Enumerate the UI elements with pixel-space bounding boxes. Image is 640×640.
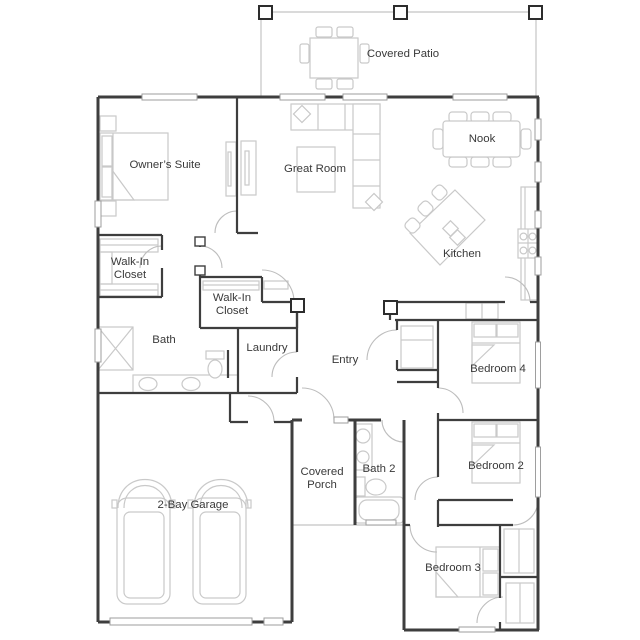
front-door-arc (301, 387, 335, 421)
vanity-2 (355, 423, 373, 471)
pantry-door-arc (504, 276, 531, 303)
toilet (205, 350, 225, 379)
window (535, 446, 541, 498)
entry-closet-door-arc (366, 329, 398, 361)
hall-door-arc (199, 245, 223, 269)
window (535, 341, 541, 389)
tub-threshold (365, 519, 397, 526)
garage-side-door (263, 617, 284, 626)
room-label-entry: Entry (332, 354, 359, 366)
toilet-2 (355, 476, 387, 497)
greatroom-hall-door-arc (261, 269, 295, 303)
furniture-layer (97, 26, 539, 624)
garage-door-arc (247, 395, 275, 423)
room-label-kitchen: Kitchen (443, 248, 481, 260)
window (94, 200, 102, 228)
refrigerator (465, 302, 499, 320)
room-label-great-room: Great Room (284, 163, 346, 175)
entry-post (383, 300, 398, 315)
room-label-bath: Bath (152, 334, 175, 346)
owner-bed (99, 115, 169, 217)
patio-dining-table (299, 26, 370, 90)
double-vanity (132, 374, 239, 394)
room-label-covered-patio: Covered Patio (367, 48, 439, 60)
car-2 (187, 478, 252, 605)
nook-dining-table (432, 111, 532, 168)
closet1-door-arc (139, 245, 163, 269)
front-door-leaf (333, 416, 349, 424)
room-label-garage: 2-Bay Garage (158, 499, 229, 511)
window (452, 93, 508, 101)
window (342, 93, 388, 101)
media-console (225, 140, 257, 197)
closet-shelving-2 (202, 280, 289, 291)
closet-shelving-4 (503, 528, 535, 624)
shower (97, 326, 134, 371)
bedroom3-door-arc (409, 524, 438, 553)
bedroom4-door-arc (437, 387, 464, 414)
window (534, 161, 542, 183)
patio-post (393, 5, 408, 20)
sectional-sofa (290, 103, 384, 212)
room-label-laundry: Laundry (246, 342, 287, 354)
window (94, 328, 102, 363)
door-arcs-layer (139, 210, 539, 624)
landing-door-arc (512, 499, 539, 526)
kitchen-island (404, 184, 486, 266)
closet-shelving-1 (99, 238, 159, 297)
laundry-door-arc (271, 351, 298, 378)
jamb-blocks (194, 236, 206, 276)
range-stove (517, 228, 539, 259)
windows-layer (94, 93, 542, 633)
window (141, 93, 198, 101)
room-label-nook: Nook (469, 133, 496, 145)
bed-3 (435, 546, 501, 598)
coffee-table (296, 146, 336, 193)
owner-suite-door-arc (214, 210, 238, 234)
patio-post (528, 5, 543, 20)
entry-post (290, 298, 305, 313)
bathtub (354, 496, 404, 524)
window (458, 626, 496, 633)
bath2-door-arc (381, 419, 405, 443)
window (534, 118, 542, 141)
room-label-bedroom-2: Bedroom 2 (468, 460, 524, 472)
room-label-owners-suite: Owner’s Suite (129, 159, 200, 171)
room-label-bath-2: Bath 2 (363, 463, 396, 475)
room-label-bedroom-4: Bedroom 4 (470, 363, 526, 375)
bedroom2-door-arc (414, 476, 439, 501)
storage-door-arc (476, 596, 504, 624)
bed-2 (471, 421, 521, 484)
closet-shelving-3 (400, 325, 434, 369)
room-label-bedroom-3: Bedroom 3 (425, 562, 481, 574)
interior-walls (98, 97, 538, 630)
window (534, 256, 542, 276)
car-1 (111, 478, 176, 605)
structural-posts (258, 5, 543, 315)
window (279, 93, 326, 101)
garage-door (109, 617, 253, 626)
bed-4 (471, 321, 521, 384)
patio-post (258, 5, 273, 20)
window (534, 210, 542, 229)
